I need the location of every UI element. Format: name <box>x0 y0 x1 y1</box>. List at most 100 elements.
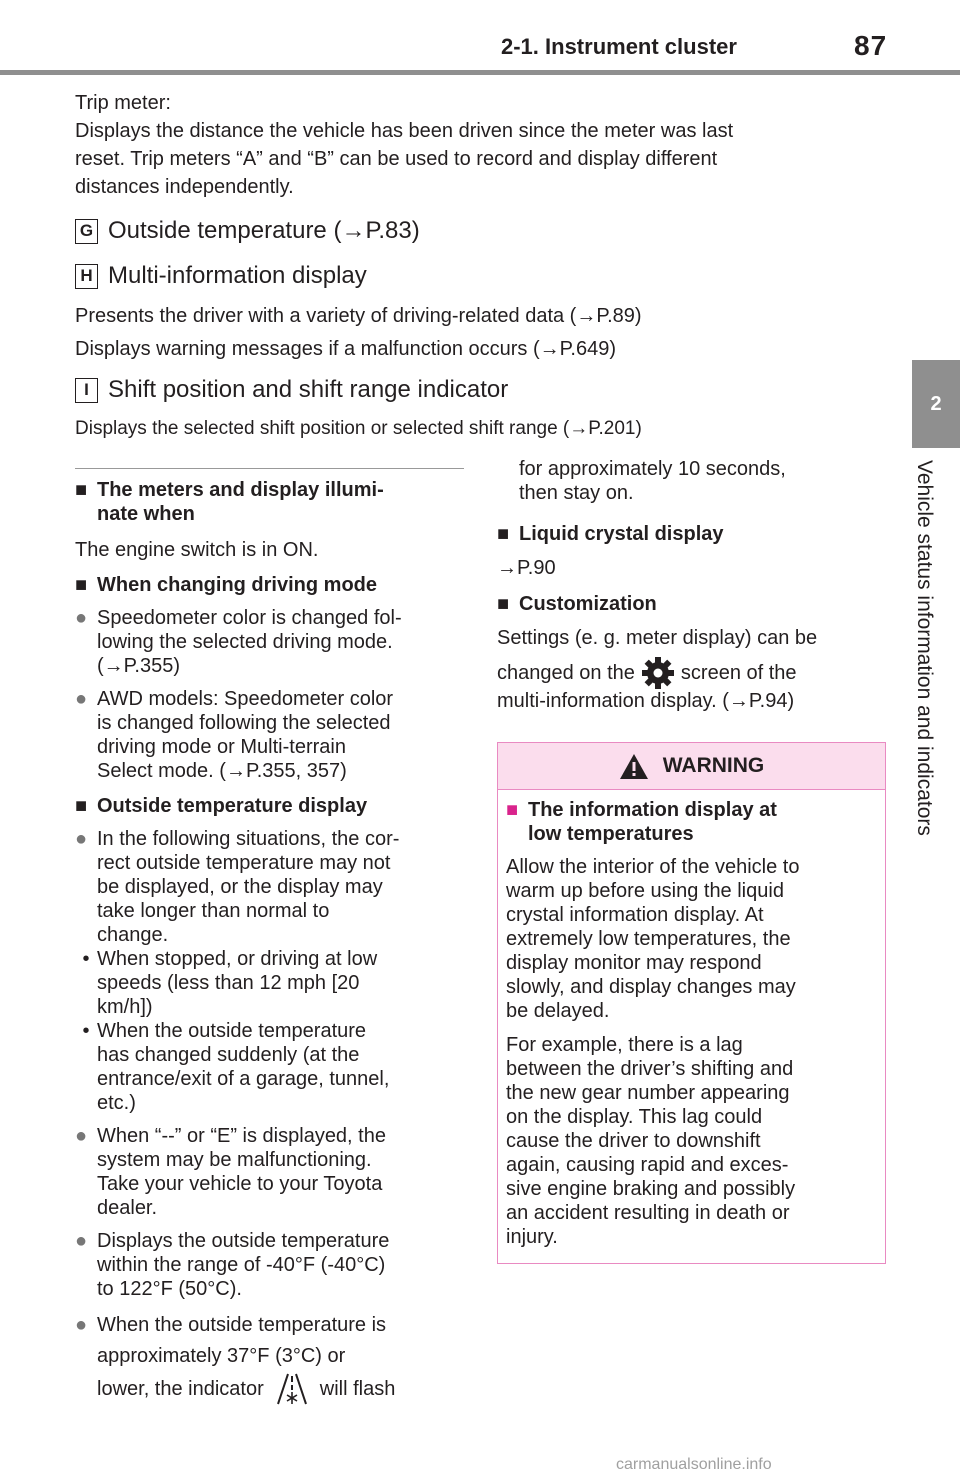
text-line: screen of the <box>680 662 797 684</box>
text-line: be delayed. <box>506 1000 610 1022</box>
text-line: lowing the selected driving mode. <box>97 631 393 653</box>
text-line: In the following situations, the cor- <box>97 828 400 850</box>
text-line: display monitor may respond <box>506 952 762 974</box>
heading-line: nate when <box>97 503 195 525</box>
text-line: is changed following the selected <box>97 712 391 734</box>
paragraph-engine-on: The engine switch is in ON. <box>75 539 319 561</box>
chapter-tab: 2 <box>912 360 960 448</box>
left-column: ■ The meters and display illumi-nate whe… <box>75 478 467 1406</box>
bullet-icon: ● <box>75 1125 88 1147</box>
customization-line-2: changed on the screen of the <box>497 656 797 690</box>
warning-title: WARNING <box>662 754 765 777</box>
text-line: When “--” or “E” is displayed, the <box>97 1125 386 1147</box>
badge-g: G <box>75 218 98 244</box>
bullet-icon: ● <box>75 607 88 629</box>
bullet-icon: ● <box>75 828 88 850</box>
text-line: crystal information display. At <box>506 904 764 926</box>
heading-square-icon: ■ <box>75 795 88 817</box>
heading-line: The meters and display illumi- <box>97 479 384 501</box>
warning-header: WARNING <box>498 743 885 790</box>
bullet-speedometer-color: ● Speedometer color is changed fol-lowin… <box>75 606 467 678</box>
heading-outside-temp: ■ Outside temperature display <box>75 794 467 818</box>
bullet-indicator-flash: ● When the outside temperature is approxi… <box>75 1310 467 1406</box>
text-line: When the outside temperature <box>97 1020 367 1042</box>
text-line: When stopped, or driving at low <box>97 948 378 970</box>
customization-line-1: Settings (e. g. meter display) can be <box>497 627 818 649</box>
text-line: change. <box>97 924 169 946</box>
text-line: lower, the indicator <box>97 1377 264 1400</box>
text-line: When the outside temperature is <box>97 1314 387 1336</box>
warning-triangle-icon <box>619 753 648 779</box>
text-line: km/h]) <box>97 996 153 1018</box>
left-column-rule <box>75 468 464 469</box>
trip-meter-line-1: Displays the distance the vehicle has be… <box>75 120 734 142</box>
text-line: For example, there is a lag <box>506 1034 743 1056</box>
text-line: injury. <box>506 1226 558 1248</box>
text-line: will flash <box>319 1377 396 1400</box>
warning-paragraph-1: Allow the interior of the vehicle to war… <box>506 855 877 1023</box>
section-h-line-2: Displays warning messages if a malfuncti… <box>75 338 616 360</box>
heading-text: Customization <box>519 593 657 615</box>
text-line: for approximately 10 seconds, <box>519 458 786 480</box>
text-line: warm up before using the liquid <box>506 880 784 902</box>
chapter-side-label: Vehicle status information and indicator… <box>913 460 936 836</box>
heading-driving-mode: ■ When changing driving mode <box>75 573 467 597</box>
right-column-continuation: for approximately 10 seconds,then stay o… <box>519 457 899 505</box>
text-line: slowly, and display changes may <box>506 976 796 998</box>
text-line: rect outside temperature may not <box>97 852 391 874</box>
heading-square-icon: ■ <box>497 593 510 615</box>
section-h-line-1: Presents the driver with a variety of dr… <box>75 305 642 327</box>
text-line: AWD models: Speedometer color <box>97 688 394 710</box>
heading-lcd: ■ Liquid crystal display <box>497 522 724 546</box>
heading-text: Liquid crystal display <box>519 523 724 545</box>
trip-meter-line-2: reset. Trip meters “A” and “B” can be us… <box>75 148 718 170</box>
text-line: (→P.355) <box>97 655 181 677</box>
trip-meter-label: Trip meter: <box>75 92 171 114</box>
text-line: within the range of -40°F (-40°C) <box>97 1254 386 1276</box>
text-line: extremely low temperatures, the <box>506 928 791 950</box>
heading-customization: ■ Customization <box>497 592 657 616</box>
section-i-title: Shift position and shift range indicator <box>108 376 509 403</box>
heading-text: Outside temperature display <box>97 795 368 817</box>
text-line: dealer. <box>97 1197 158 1219</box>
section-g: G Outside temperature (→P.83) <box>75 217 420 245</box>
watermark: carmanualsonline.info <box>616 1456 772 1473</box>
text-line: Take your vehicle to your Toyota <box>97 1173 383 1195</box>
text-line: cause the driver to downshift <box>506 1130 761 1152</box>
text-line: approximately 37°F (3°C) or <box>97 1345 346 1367</box>
text-line: then stay on. <box>519 482 634 504</box>
text-line: etc.) <box>97 1092 136 1114</box>
text-line: speeds (less than 12 mph [20 <box>97 972 360 994</box>
text-line: Select mode. (→P.355, 357) <box>97 760 347 782</box>
text-line: The information display at <box>528 799 777 821</box>
badge-h: H <box>75 263 98 289</box>
text-line: to 122°F (50°C). <box>97 1278 242 1300</box>
warning-paragraph-2: For example, there is a lag between the … <box>506 1033 877 1249</box>
text-line: system may be malfunctioning. <box>97 1149 372 1171</box>
heading-square-icon: ■ <box>497 523 510 545</box>
chapter-number: 2 <box>930 392 942 415</box>
bullet-icon: ● <box>75 1314 88 1336</box>
bullet-icon: ● <box>75 1230 88 1252</box>
header-rule <box>0 70 960 75</box>
header-section-title: 2-1. Instrument cluster <box>501 34 737 59</box>
bullet-icon: ● <box>75 688 88 710</box>
bullet-situations: ● In the following situations, the cor-r… <box>75 827 467 947</box>
text-line: low temperatures <box>528 823 694 845</box>
dash-icon: • <box>82 1020 90 1042</box>
gear-icon <box>641 657 674 689</box>
text-line: on the display. This lag could <box>506 1106 763 1128</box>
section-i-line-1: Displays the selected shift position or … <box>75 418 642 439</box>
heading-square-icon: ■ <box>75 479 88 501</box>
heading-meters-illuminate: ■ The meters and display illumi-nate whe… <box>75 478 467 526</box>
heading-text: When changing driving mode <box>97 574 377 596</box>
text-line: changed on the <box>497 662 635 684</box>
text-line: sive engine braking and possibly <box>506 1178 796 1200</box>
